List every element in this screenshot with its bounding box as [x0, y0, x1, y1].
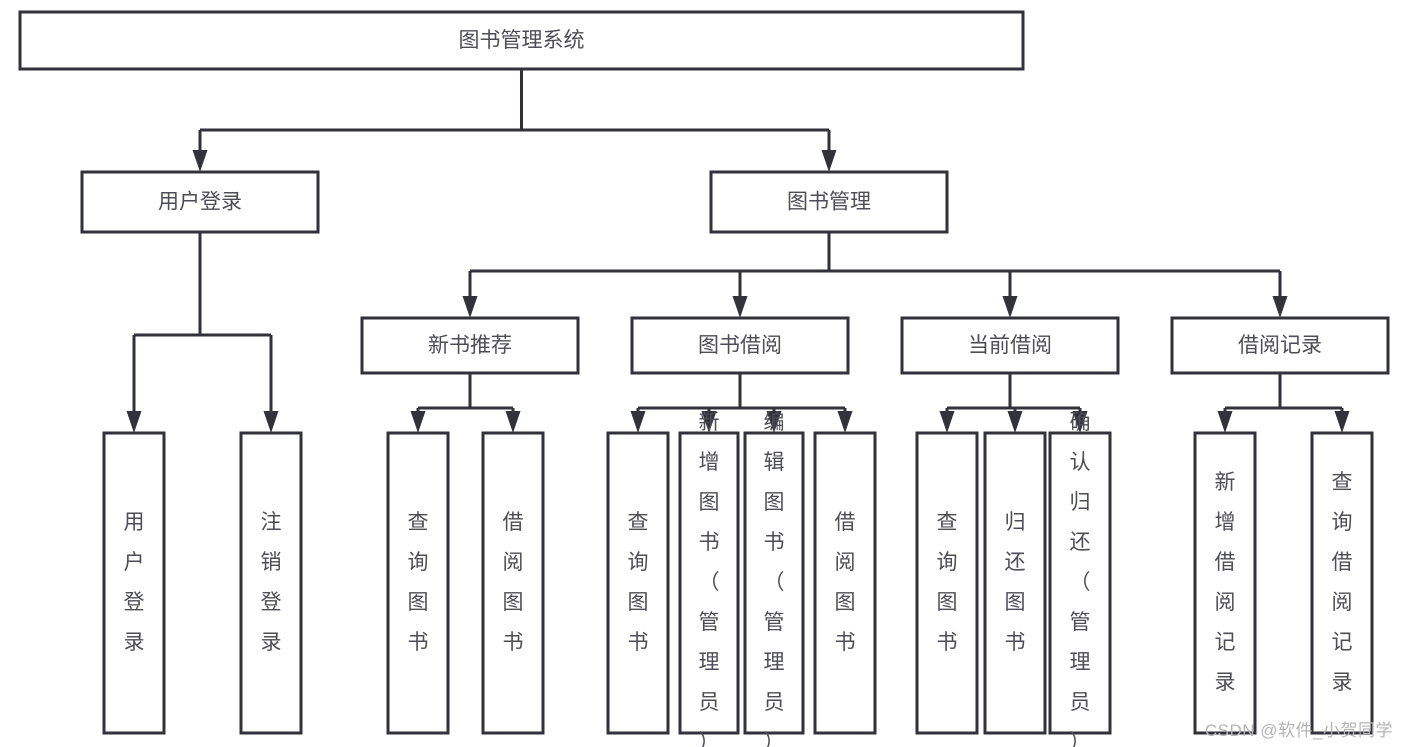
arrow-head-icon: [939, 411, 955, 433]
node-box: [1310, 431, 1374, 735]
node-label: 注销登录: [261, 511, 282, 654]
node-label: 查询图书: [628, 511, 649, 654]
node-label: 查询图书: [937, 511, 958, 654]
node-box: [743, 431, 805, 735]
arrow-head-icon: [1334, 411, 1350, 433]
node-root[interactable]: 图书管理系统: [18, 10, 1025, 71]
node-box: [481, 431, 545, 735]
node-new-book-recommend[interactable]: 新书推荐: [360, 316, 580, 375]
node-box: [813, 431, 877, 735]
node-box: [1193, 431, 1257, 735]
connector-layer: [126, 69, 1350, 433]
node-label: 借阅记录: [1238, 334, 1322, 357]
node-leaf-query-borrow-record[interactable]: 查询借阅记录: [1310, 431, 1374, 735]
node-box: [360, 316, 580, 375]
arrow-head-icon: [192, 150, 208, 172]
node-leaf-return-book[interactable]: 归还图书: [983, 431, 1047, 735]
arrow-head-icon: [766, 411, 782, 433]
arrow-head-icon: [263, 411, 279, 433]
node-leaf-add-borrow-record[interactable]: 新增借阅记录: [1193, 431, 1257, 735]
node-user-login[interactable]: 用户登录: [80, 170, 320, 234]
arrow-head-icon: [821, 150, 837, 172]
arrow-head-icon: [701, 411, 717, 433]
node-leaf-edit-book[interactable]: 编辑图书（管理员）: [743, 411, 805, 747]
node-box: [386, 431, 450, 735]
node-box: [102, 431, 166, 735]
arrow-head-icon: [1002, 296, 1018, 318]
node-leaf-borrow-book-rec[interactable]: 借阅图书: [481, 431, 545, 735]
node-leaf-logout[interactable]: 注销登录: [239, 431, 303, 735]
arrow-head-icon: [126, 411, 142, 433]
node-label: 当前借阅: [968, 334, 1052, 357]
node-leaf-add-book[interactable]: 新增图书（管理员）: [678, 411, 740, 747]
node-box: [678, 431, 740, 735]
node-leaf-query-book-current[interactable]: 查询图书: [915, 431, 979, 735]
node-label: 借阅图书: [503, 511, 524, 654]
node-box: [983, 431, 1047, 735]
node-box: [709, 170, 949, 234]
node-label: 用户登录: [124, 511, 145, 654]
node-leaf-query-book-borrow[interactable]: 查询图书: [606, 431, 670, 735]
node-layer: 图书管理系统用户登录图书管理新书推荐图书借阅当前借阅借阅记录用户登录注销登录查询…: [18, 10, 1390, 747]
node-box: [1170, 316, 1390, 375]
node-box: [606, 431, 670, 735]
node-book-management[interactable]: 图书管理: [709, 170, 949, 234]
arrow-head-icon: [1217, 411, 1233, 433]
node-box: [915, 431, 979, 735]
arrow-head-icon: [732, 296, 748, 318]
node-label: 图书借阅: [698, 334, 782, 357]
node-box: [80, 170, 320, 234]
node-current-borrow[interactable]: 当前借阅: [900, 316, 1120, 375]
node-label: 图书管理: [787, 191, 871, 214]
node-box: [239, 431, 303, 735]
arrow-head-icon: [1072, 411, 1088, 433]
node-book-borrow[interactable]: 图书借阅: [630, 316, 850, 375]
node-label: 查询图书: [408, 511, 429, 654]
node-label: 借阅图书: [835, 511, 856, 654]
node-leaf-user-login[interactable]: 用户登录: [102, 431, 166, 735]
arrow-head-icon: [630, 411, 646, 433]
node-leaf-borrow-book[interactable]: 借阅图书: [813, 431, 877, 735]
arrow-head-icon: [837, 411, 853, 433]
node-label: 确认归还（管理员）: [1070, 411, 1091, 747]
node-box: [18, 10, 1025, 71]
node-label: 编辑图书（管理员）: [764, 411, 785, 747]
node-label: 新增图书（管理员）: [699, 411, 720, 747]
arrow-head-icon: [462, 296, 478, 318]
arrow-head-icon: [1272, 296, 1288, 318]
arrow-head-icon: [1007, 411, 1023, 433]
node-leaf-query-book-rec[interactable]: 查询图书: [386, 431, 450, 735]
node-box: [1048, 431, 1112, 735]
node-borrow-record[interactable]: 借阅记录: [1170, 316, 1390, 375]
node-label: 新书推荐: [428, 334, 512, 357]
arrow-head-icon: [505, 411, 521, 433]
node-box: [630, 316, 850, 375]
watermark-label: CSDN @软件_小贺同学: [1204, 721, 1393, 740]
node-label: 查询借阅记录: [1332, 471, 1353, 694]
node-leaf-confirm-return[interactable]: 确认归还（管理员）: [1048, 411, 1112, 747]
node-label: 图书管理系统: [459, 29, 585, 52]
node-label: 用户登录: [158, 191, 242, 214]
arrow-head-icon: [410, 411, 426, 433]
node-box: [900, 316, 1120, 375]
node-label: 归还图书: [1005, 511, 1026, 654]
node-label: 新增借阅记录: [1215, 471, 1236, 694]
